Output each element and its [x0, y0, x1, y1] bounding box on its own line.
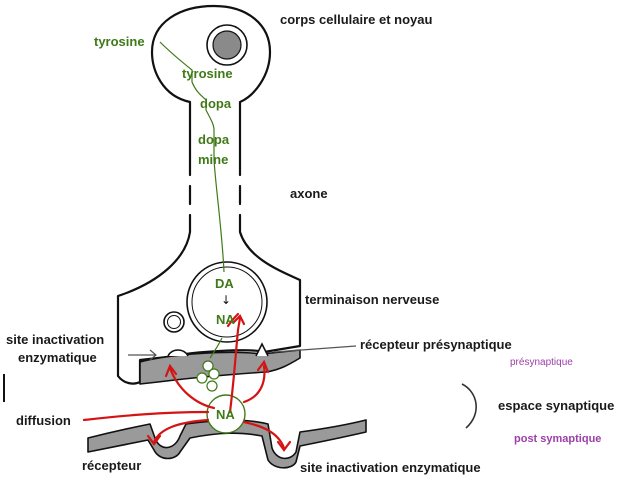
pathway-dopa: dopa — [200, 96, 232, 111]
label-site-inactivation-1: site inactivation — [6, 332, 104, 347]
pathway-na-vesicle: NA — [216, 312, 235, 327]
pathway-tyrosine-outside: tyrosine — [94, 34, 145, 49]
label-synaptic-space: espace synaptique — [498, 398, 614, 413]
label-site-inactivation-2: enzymatique — [18, 350, 97, 365]
pathway-dopamine-1: dopa — [198, 132, 230, 147]
pathway-da: DA — [215, 276, 234, 291]
synaptic-space-bracket — [462, 384, 476, 428]
pathway-na-cleft: NA — [216, 407, 235, 422]
label-cell-body: corps cellulaire et noyau — [280, 12, 433, 27]
pathway-arrow: ↓ — [221, 293, 231, 307]
label-terminal: terminaison nerveuse — [305, 292, 439, 307]
label-site-inactivation-enzymatic: site inactivation enzymatique — [300, 460, 481, 475]
cell-body-outline — [152, 6, 270, 175]
nucleus — [213, 31, 241, 59]
label-presynaptic-receptor: récepteur présynaptique — [360, 337, 512, 352]
label-presynaptic: présynaptique — [510, 357, 573, 368]
label-receptor: récepteur — [82, 458, 141, 473]
label-axon: axone — [290, 186, 328, 201]
pathway-dopamine-2: mine — [198, 152, 228, 167]
label-postsynaptic: post symaptique — [514, 433, 601, 445]
pathway-tyrosine-inside: tyrosine — [182, 66, 233, 81]
label-diffusion: diffusion — [16, 413, 71, 428]
